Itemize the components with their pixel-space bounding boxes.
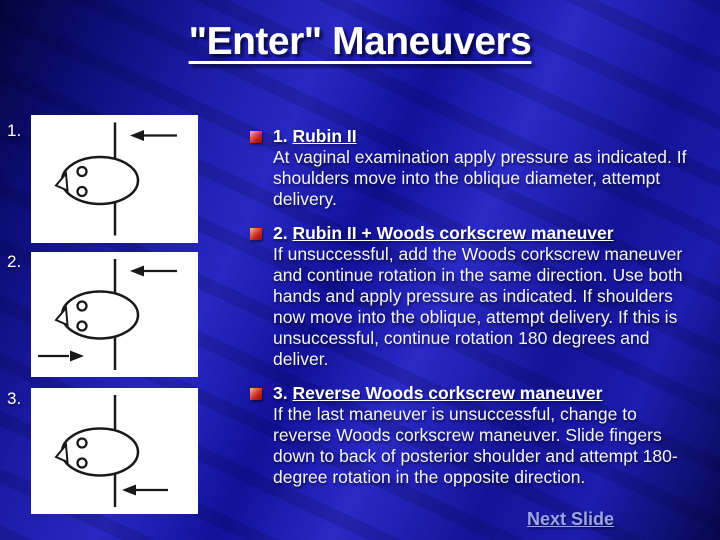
- list-item-rubin-ii: 1. Rubin II At vaginal examination apply…: [250, 126, 710, 210]
- maneuver-number: 1.: [273, 126, 293, 146]
- diagram-box-2: [31, 252, 198, 377]
- figure-number-3: 3.: [7, 389, 22, 408]
- figure-number-1: 1.: [7, 121, 22, 140]
- red-square-bullet-icon: [250, 228, 262, 240]
- maneuver-header: 1. Rubin II: [273, 126, 710, 147]
- diagram-box-3: [31, 388, 198, 514]
- maneuver-description: At vaginal examination apply pressure as…: [273, 147, 687, 209]
- maneuver-number: 3.: [273, 383, 293, 403]
- fetal-head-rotation-diagram-2: [38, 259, 177, 370]
- pressure-arrow-head-left: [130, 265, 144, 277]
- nose-triangle: [54, 442, 69, 464]
- maneuver-list: 1. Rubin II At vaginal examination apply…: [250, 126, 710, 501]
- maneuver-title: Rubin II + Woods corkscrew maneuver: [292, 223, 614, 243]
- slide-title: "Enter" Maneuvers: [188, 20, 532, 63]
- diagram-box-1: [31, 115, 198, 243]
- red-square-bullet-icon: [250, 388, 262, 400]
- fetal-head-rotation-diagram-3: [54, 395, 168, 507]
- nose-triangle: [54, 170, 69, 193]
- maneuver-header: 2. Rubin II + Woods corkscrew maneuver: [273, 223, 710, 244]
- maneuver-description: If the last maneuver is unsuccessful, ch…: [273, 404, 678, 487]
- maneuver-number: 2.: [273, 223, 293, 243]
- pressure-arrow-head-left: [122, 484, 136, 496]
- nose-triangle: [54, 305, 69, 327]
- list-item-reverse-woods: 3. Reverse Woods corkscrew maneuver If t…: [250, 383, 710, 488]
- maneuver-title: Rubin II: [292, 126, 357, 146]
- figure-number-2: 2.: [7, 252, 22, 271]
- next-slide-link[interactable]: Next Slide: [527, 509, 615, 529]
- list-item-rubin-ii-woods: 2. Rubin II + Woods corkscrew maneuver I…: [250, 223, 710, 370]
- pressure-arrow-head-left: [130, 130, 144, 141]
- maneuver-title: Reverse Woods corkscrew maneuver: [292, 383, 603, 403]
- maneuver-header: 3. Reverse Woods corkscrew maneuver: [273, 383, 710, 404]
- fetal-head-rotation-diagram-1: [54, 122, 177, 236]
- red-square-bullet-icon: [250, 131, 262, 143]
- maneuver-description: If unsuccessful, add the Woods corkscrew…: [273, 244, 683, 369]
- pressure-arrow-head-right: [70, 350, 84, 362]
